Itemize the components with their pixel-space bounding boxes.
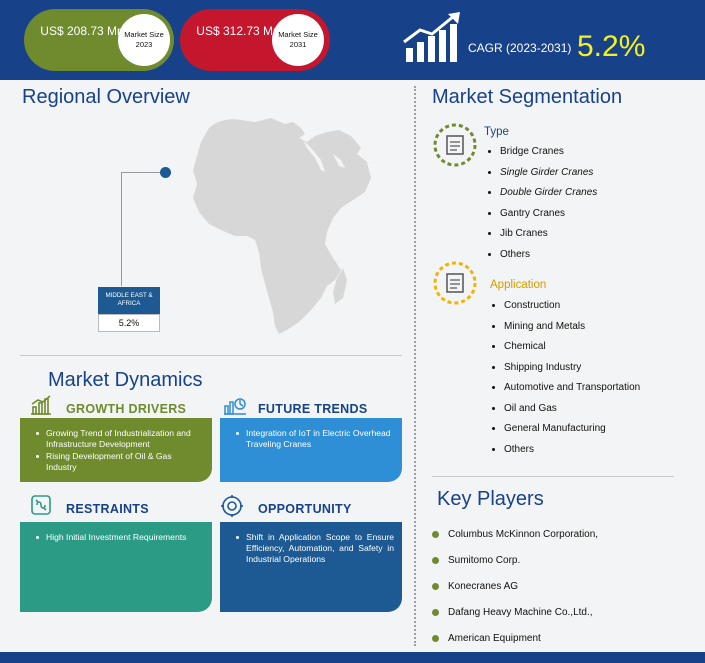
type-segment-icon — [433, 123, 477, 167]
market-dynamics-title: Market Dynamics — [48, 369, 203, 391]
market-size-2023-circle: Market Size 2023 — [118, 14, 170, 66]
list-item: Growing Trend of Industrialization and I… — [36, 428, 204, 450]
vertical-divider — [414, 86, 416, 646]
connector-line-horizontal — [121, 172, 163, 173]
list-item: Single Girder Cranes — [484, 167, 684, 188]
key-player-item: Dafang Heavy Machine Co.,Ltd., — [432, 607, 593, 618]
market-size-2023-label: Market Size 2023 — [124, 30, 164, 49]
list-item: Integration of IoT in Electric Overhead … — [236, 428, 394, 450]
list-item: Rising Development of Oil & Gas Industry — [36, 451, 204, 473]
list-item: General Manufacturing — [488, 423, 698, 444]
future-trends-title: FUTURE TRENDS — [258, 402, 368, 416]
list-item: Jib Cranes — [484, 228, 684, 249]
africa-middle-east-map — [193, 118, 371, 334]
region-value: 5.2% — [118, 318, 140, 328]
list-item: Construction — [488, 300, 698, 321]
type-heading: Type — [484, 126, 509, 138]
list-item: Shipping Industry — [488, 362, 698, 383]
list-item: Others — [488, 444, 698, 465]
segmentation-divider — [432, 476, 674, 477]
key-player-item: American Equipment — [432, 633, 541, 644]
opportunity-title: OPPORTUNITY — [258, 502, 352, 516]
growth-drivers-card: Growing Trend of Industrialization and I… — [20, 418, 212, 482]
list-item: Automotive and Transportation — [488, 382, 698, 403]
list-item: Oil and Gas — [488, 403, 698, 424]
growth-drivers-title: GROWTH DRIVERS — [66, 402, 187, 416]
key-player-item: Sumitomo Corp. — [432, 555, 520, 566]
application-heading: Application — [490, 279, 547, 291]
market-size-2031-label: Market Size 2031 — [278, 30, 318, 49]
region-label-box: MIDDLE EAST & AFRICA — [98, 287, 160, 314]
list-item: High Initial Investment Requirements — [36, 532, 204, 543]
connector-line-vertical — [121, 172, 122, 286]
application-segment-icon — [433, 261, 477, 305]
map-marker-dot — [160, 167, 171, 178]
region-label: MIDDLE EAST & AFRICA — [105, 292, 153, 307]
list-item: Mining and Metals — [488, 321, 698, 342]
growth-chart-icon — [403, 12, 460, 62]
opportunity-list: Shift in Application Scope to Ensure Eff… — [236, 532, 394, 565]
restraints-card: High Initial Investment Requirements — [20, 522, 212, 612]
market-size-2023-pill: US$ 208.73 Mn Market Size 2023 — [24, 9, 174, 71]
key-player-item: Konecranes AG — [432, 581, 518, 592]
list-item: Double Girder Cranes — [484, 187, 684, 208]
restraints-list: High Initial Investment Requirements — [36, 532, 204, 543]
region-value-box: 5.2% — [98, 314, 160, 332]
list-item: Shift in Application Scope to Ensure Eff… — [236, 532, 394, 565]
future-trends-icon — [224, 398, 246, 415]
market-size-2031-pill: US$ 312.73 Mn Market Size 2031 — [180, 9, 330, 71]
key-player-item: Columbus McKinnon Corporation, — [432, 529, 598, 540]
future-trends-list: Integration of IoT in Electric Overhead … — [236, 428, 394, 450]
market-size-2031-circle: Market Size 2031 — [272, 14, 324, 66]
footer-bar — [0, 652, 705, 663]
cagr-value: 5.2% — [577, 30, 646, 63]
list-item: Chemical — [488, 341, 698, 362]
market-size-2023-value: US$ 208.73 Mn — [40, 24, 124, 38]
restraints-title: RESTRAINTS — [66, 502, 149, 516]
key-players-title: Key Players — [437, 488, 544, 510]
opportunity-card: Shift in Application Scope to Ensure Eff… — [220, 522, 402, 612]
future-trends-card: Integration of IoT in Electric Overhead … — [220, 418, 402, 482]
restraints-icon — [31, 495, 51, 515]
list-item: Bridge Cranes — [484, 146, 684, 167]
horizontal-divider — [20, 355, 402, 356]
regional-overview-title: Regional Overview — [22, 86, 190, 108]
market-segmentation-title: Market Segmentation — [432, 86, 623, 108]
market-size-2031-value: US$ 312.73 Mn — [196, 24, 280, 38]
list-item: Gantry Cranes — [484, 208, 684, 229]
cagr-label: CAGR (2023-2031) — [468, 41, 572, 55]
growth-drivers-icon — [31, 395, 51, 415]
growth-drivers-list: Growing Trend of Industrialization and I… — [36, 428, 204, 473]
list-item: Others — [484, 249, 684, 270]
opportunity-icon — [221, 495, 243, 517]
